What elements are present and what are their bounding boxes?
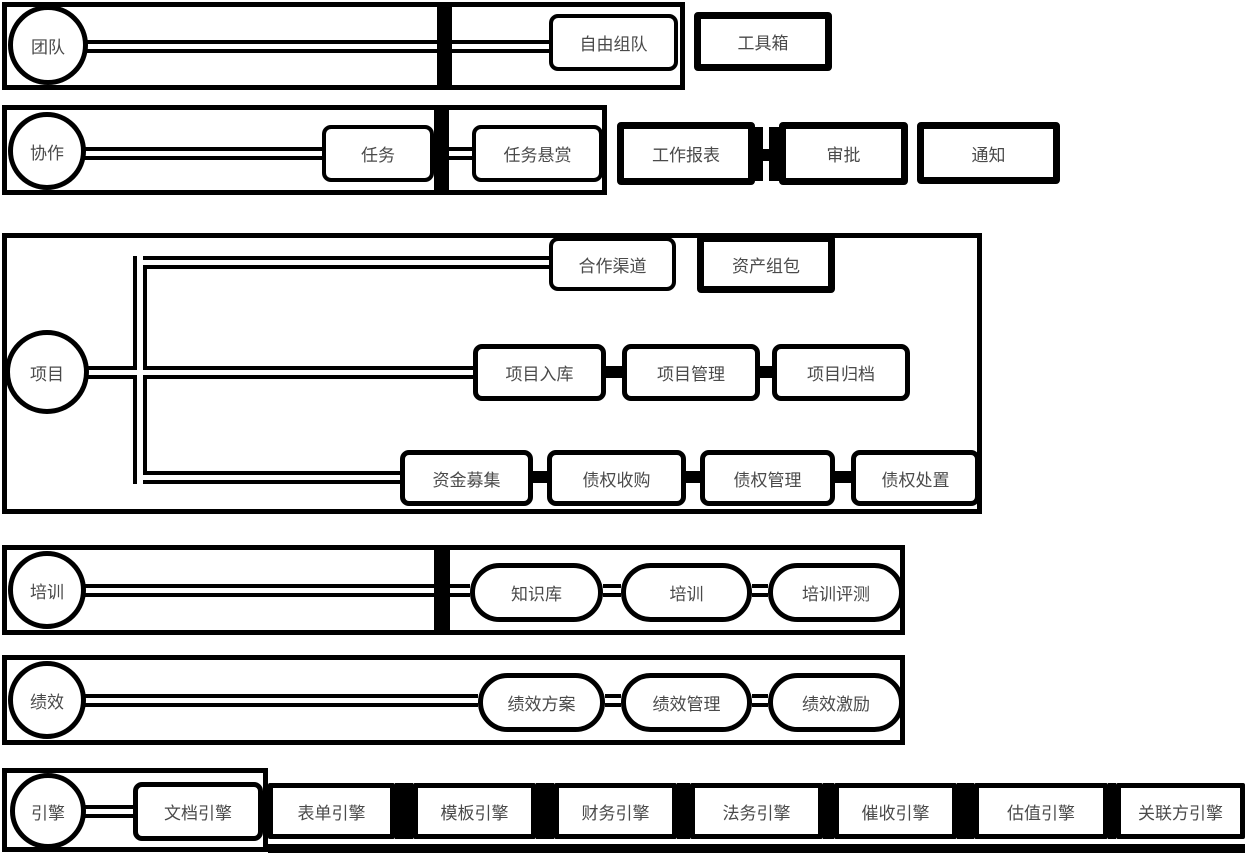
- node-task[interactable]: 任务: [322, 125, 434, 182]
- node-project-management[interactable]: 项目管理: [622, 344, 760, 401]
- node-performance-management[interactable]: 绩效管理: [621, 673, 752, 732]
- node-related-party-engine[interactable]: 关联方引擎: [1116, 783, 1245, 839]
- performance-branch-line: [80, 694, 478, 707]
- work-report-approval-connector: [753, 149, 779, 161]
- node-work-report[interactable]: 工作报表: [617, 122, 755, 185]
- collaboration-root-node[interactable]: 协作: [8, 112, 86, 190]
- engine-node-connector: [823, 783, 834, 839]
- collaboration-lane-frame: [2, 105, 607, 195]
- node-training-evaluation[interactable]: 培训评测: [768, 563, 904, 622]
- project-node-connector: [606, 366, 622, 378]
- project-node-connector: [835, 471, 851, 483]
- team-root-node[interactable]: 团队: [8, 5, 88, 85]
- node-training[interactable]: 培训: [621, 563, 752, 622]
- project-root-node[interactable]: 项目: [5, 330, 89, 414]
- project-mid-branch-line: [85, 366, 473, 379]
- performance-node-connector: [752, 694, 768, 707]
- team-divider-bar: [437, 5, 452, 87]
- node-free-team[interactable]: 自由组队: [549, 14, 678, 71]
- collaboration-branch-line: [80, 147, 324, 160]
- engine-node-connector: [1108, 783, 1116, 839]
- node-asset-package[interactable]: 资产组包: [697, 235, 835, 293]
- performance-root-node[interactable]: 绩效: [8, 661, 86, 739]
- project-node-connector: [760, 366, 772, 378]
- team-branch-line: [80, 40, 550, 53]
- performance-node-connector: [605, 694, 621, 707]
- training-divider-bar: [434, 548, 450, 632]
- node-legal-engine[interactable]: 法务引擎: [690, 783, 823, 839]
- training-branch-line: [80, 584, 470, 597]
- node-coop-channel[interactable]: 合作渠道: [549, 237, 676, 291]
- project-node-connector: [686, 471, 700, 483]
- node-project-intake[interactable]: 项目入库: [473, 344, 606, 401]
- node-finance-engine[interactable]: 财务引擎: [554, 783, 677, 839]
- node-document-engine[interactable]: 文档引擎: [133, 782, 263, 841]
- engine-root-node[interactable]: 引擎: [10, 773, 86, 849]
- project-bottom-branch-line: [133, 471, 400, 484]
- node-task-bounty[interactable]: 任务悬赏: [472, 125, 603, 182]
- node-fund-raising[interactable]: 资金募集: [400, 450, 533, 506]
- task-bounty-connector: [449, 147, 473, 160]
- node-knowledge-base[interactable]: 知识库: [470, 563, 603, 622]
- engine-lane-frame: [2, 768, 268, 852]
- node-project-archive[interactable]: 项目归档: [772, 344, 910, 401]
- project-node-connector: [533, 471, 547, 483]
- node-debt-acquisition[interactable]: 债权收购: [547, 450, 686, 506]
- engine-row-baseline: [268, 844, 1245, 853]
- line-joint: [137, 260, 147, 265]
- team-lane-frame: [2, 2, 685, 90]
- node-performance-plan[interactable]: 绩效方案: [478, 673, 605, 732]
- training-root-node[interactable]: 培训: [8, 551, 86, 629]
- training-node-connector: [603, 584, 621, 597]
- node-toolbox[interactable]: 工具箱: [694, 12, 832, 71]
- engine-branch-line: [80, 805, 135, 818]
- engine-node-connector: [536, 783, 554, 839]
- engine-node-connector: [677, 783, 690, 839]
- line-joint: [133, 370, 147, 375]
- engine-node-connector: [395, 783, 413, 839]
- node-collection-engine[interactable]: 催收引擎: [834, 783, 957, 839]
- node-form-engine[interactable]: 表单引擎: [268, 783, 395, 839]
- project-lane-frame: [2, 233, 982, 514]
- engine-node-connector: [957, 783, 974, 839]
- node-approval[interactable]: 审批: [779, 122, 908, 185]
- line-joint: [137, 475, 147, 480]
- collaboration-divider-bar: [434, 108, 449, 192]
- node-template-engine[interactable]: 模板引擎: [413, 783, 536, 839]
- node-notification[interactable]: 通知: [917, 122, 1060, 184]
- node-valuation-engine[interactable]: 估值引擎: [974, 783, 1108, 839]
- node-debt-disposal[interactable]: 债权处置: [851, 450, 980, 506]
- node-performance-incentive[interactable]: 绩效激励: [768, 673, 904, 732]
- node-debt-management[interactable]: 债权管理: [700, 450, 835, 506]
- training-node-connector: [752, 584, 768, 597]
- project-top-branch-line: [133, 256, 549, 269]
